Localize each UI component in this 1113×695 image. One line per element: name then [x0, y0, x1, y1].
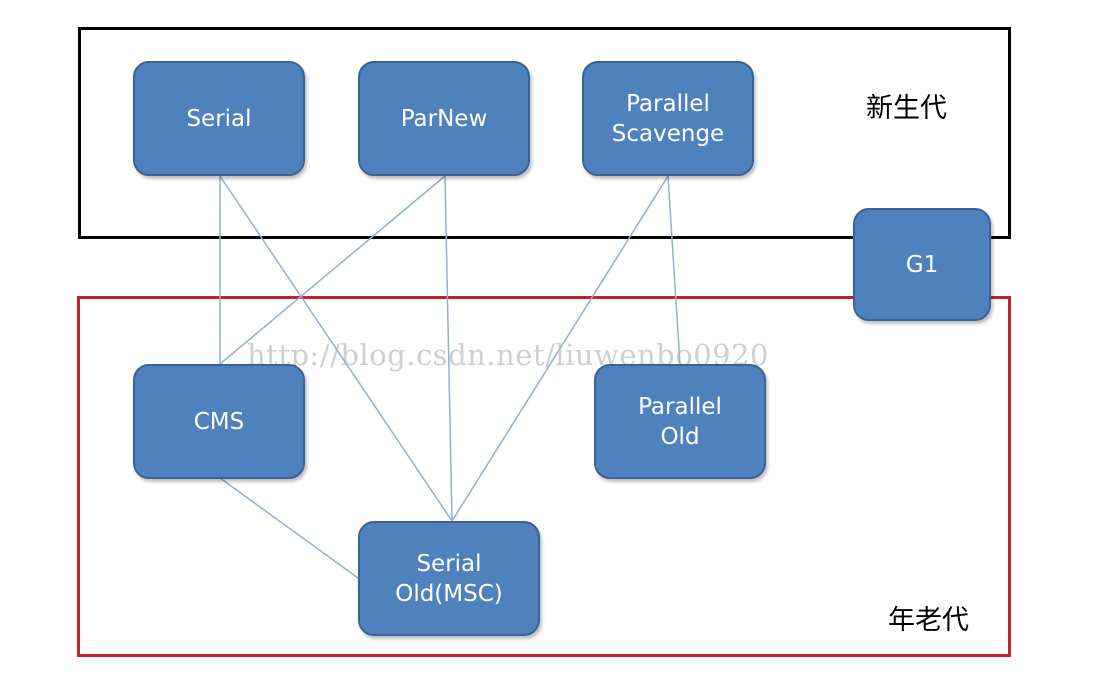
- edge-cms-serial-old: [219, 477, 359, 579]
- node-serial-old[interactable]: Serial Old(MSC): [358, 521, 540, 636]
- young-generation-region: [78, 27, 1011, 239]
- node-serial[interactable]: Serial: [133, 61, 305, 176]
- young-generation-label: 新生代: [866, 93, 947, 124]
- node-cms[interactable]: CMS: [133, 364, 305, 479]
- edge-parnew-cms: [219, 175, 446, 365]
- edge-parnew-serial-old: [444, 175, 453, 522]
- old-generation-region: [77, 296, 1011, 657]
- node-parallel-old[interactable]: Parallel Old: [594, 364, 766, 479]
- old-generation-label: 年老代: [888, 605, 969, 636]
- node-parallel-scavenge[interactable]: Parallel Scavenge: [582, 61, 754, 176]
- node-parnew[interactable]: ParNew: [358, 61, 530, 176]
- node-g1[interactable]: G1: [853, 208, 991, 321]
- edge-serial-serial-old: [219, 175, 453, 522]
- edge-parallel-scavenge-parallel-old: [667, 175, 681, 365]
- edge-parallel-scavenge-serial-old: [451, 175, 669, 522]
